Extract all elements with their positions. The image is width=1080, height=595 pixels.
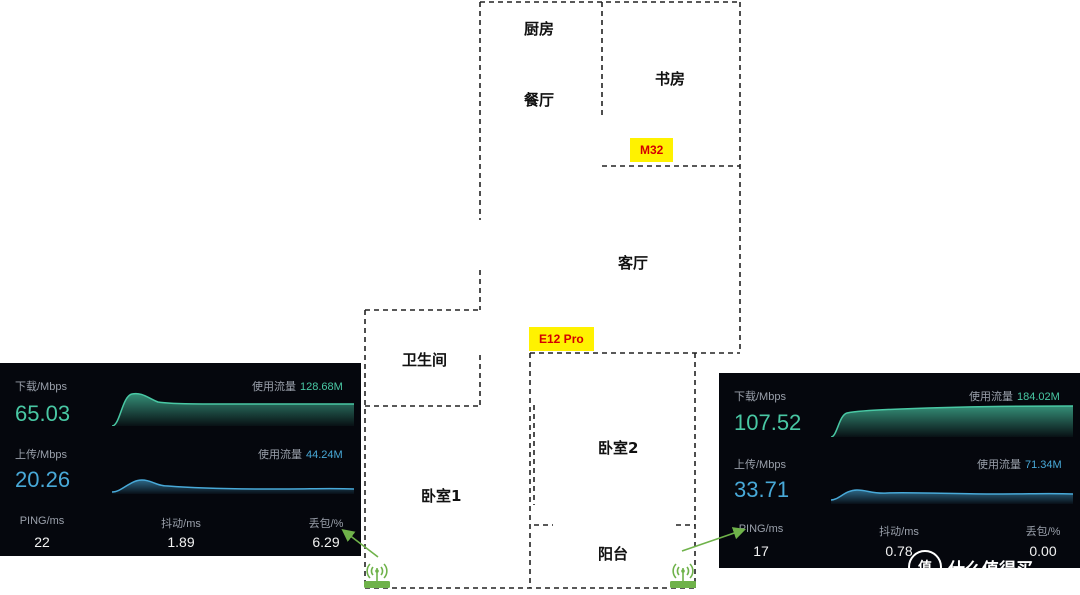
upload-usage-label: 使用流量 [258,449,302,461]
ping-value: 17 [753,543,769,559]
room-label-bedroom1: 卧室1 [421,487,462,505]
router-icon [670,563,696,588]
jitter-value: 0.78 [885,543,913,559]
download-usage-label: 使用流量 [969,391,1013,403]
loss-label: 丢包/% [308,518,344,530]
loss-value: 0.00 [1029,543,1057,559]
download-usage: 使用流量 128.68M [252,378,343,394]
upload-value: 20.26 [15,467,71,492]
ping-label: PING/ms [19,515,65,527]
download-usage-value: 128.68M [300,381,343,393]
room-label-dining: 餐厅 [524,91,555,109]
room-label-bathroom: 卫生间 [402,351,448,369]
upload-chart [831,489,1073,504]
upload-chart [112,479,354,494]
download-chart [831,405,1073,437]
upload-label: 上传/Mbps [15,449,67,461]
loss-value: 6.29 [312,534,340,550]
watermark: 值 什么值得买 [908,550,1033,584]
download-usage-value: 184.02M [1017,391,1060,403]
room-label-study: 书房 [655,70,686,88]
loss-label: 丢包/% [1025,526,1061,538]
download-value: 65.03 [15,401,71,426]
download-value: 107.52 [734,410,802,435]
ping-label: PING/ms [738,523,784,535]
download-usage-label: 使用流量 [252,381,296,393]
upload-usage-value: 44.24M [306,449,343,461]
upload-value: 33.71 [734,477,790,502]
upload-usage-label: 使用流量 [977,459,1021,471]
ping-value: 22 [34,534,50,550]
watermark-logo-icon: 值 [908,550,942,584]
speed-panel-right: 下载/Mbps 107.52 使用流量 184.02M 上传/Mbps 33.71… [719,373,1080,568]
watermark-text: 什么值得买 [948,559,1033,580]
device-tag-e12-pro: E12 Pro [529,327,594,351]
upload-usage-value: 71.34M [1025,459,1062,471]
upload-label: 上传/Mbps [734,459,786,471]
router-icon [364,563,390,588]
room-label-balcony: 阳台 [598,545,629,563]
upload-usage: 使用流量 71.34M [977,456,1062,472]
device-tag-m32: M32 [630,138,674,162]
jitter-label: 抖动/ms [161,518,201,530]
room-label-bedroom2: 卧室2 [598,439,639,457]
download-usage: 使用流量 184.02M [969,388,1060,404]
room-label-living: 客厅 [618,254,649,272]
download-chart [112,392,354,426]
room-label-kitchen: 厨房 [524,20,555,38]
download-label: 下载/Mbps [15,381,67,393]
download-label: 下载/Mbps [734,391,786,403]
jitter-value: 1.89 [167,534,195,550]
jitter-label: 抖动/ms [879,526,919,538]
upload-usage: 使用流量 44.24M [258,446,343,462]
